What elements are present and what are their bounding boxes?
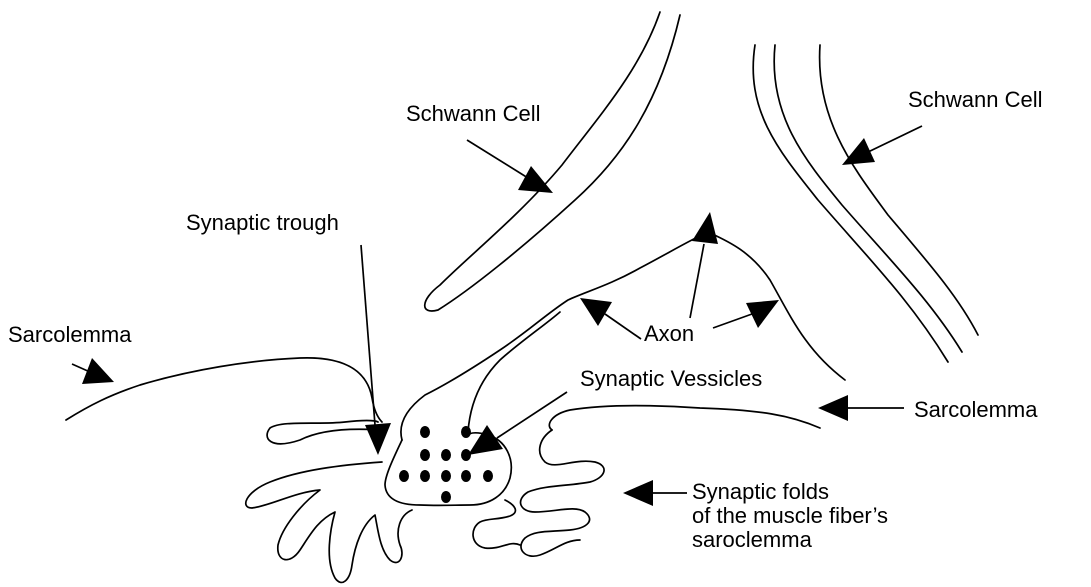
vesicle <box>441 470 451 482</box>
arrow-schwann-right <box>842 126 922 165</box>
label-schwann-cell-right: Schwann Cell <box>908 88 1043 112</box>
vesicle <box>461 449 471 461</box>
vesicle <box>420 449 430 461</box>
axon-terminal-inner <box>468 312 560 432</box>
arrow-synaptic-vesicles <box>468 392 567 455</box>
arrow-synaptic-folds <box>623 480 687 506</box>
schwann-cell-left-outline <box>425 12 680 311</box>
arrow-schwann-left <box>467 140 553 193</box>
synaptic-vesicles-group <box>399 426 493 503</box>
vesicle <box>420 426 430 438</box>
sarcolemma-right-line <box>549 406 820 430</box>
label-axon: Axon <box>644 322 694 346</box>
label-synaptic-folds-line-1: Synaptic folds <box>692 480 829 504</box>
sarcolemma-left-line <box>66 358 382 422</box>
arrow-synaptic-trough <box>361 245 391 455</box>
label-synaptic-folds-line-2: of the muscle fiber’s <box>692 504 888 528</box>
vesicle <box>441 491 451 503</box>
vesicle <box>461 470 471 482</box>
arrow-sarcolemma-right <box>818 395 904 421</box>
synaptic-folds-left <box>246 421 412 583</box>
vesicle <box>441 449 451 461</box>
arrow-axon-up <box>690 212 718 318</box>
arrow-axon-right <box>713 300 779 328</box>
synaptic-folds-right <box>521 430 605 556</box>
vesicle <box>483 470 493 482</box>
arrow-sarcolemma-left <box>72 358 114 384</box>
label-sarcolemma-left: Sarcolemma <box>8 323 131 347</box>
synaptic-folds-tail <box>473 500 520 548</box>
vesicle <box>399 470 409 482</box>
vesicle <box>420 470 430 482</box>
axon-right-boundary <box>708 232 845 380</box>
label-synaptic-vesicles: Synaptic Vessicles <box>580 367 762 391</box>
label-schwann-cell-left: Schwann Cell <box>406 102 541 126</box>
label-synaptic-trough: Synaptic trough <box>186 211 339 235</box>
arrow-axon-left <box>580 298 641 339</box>
vesicle <box>461 426 471 438</box>
label-synaptic-folds-line-3: saroclemma <box>692 528 812 552</box>
label-sarcolemma-right: Sarcolemma <box>914 398 1037 422</box>
